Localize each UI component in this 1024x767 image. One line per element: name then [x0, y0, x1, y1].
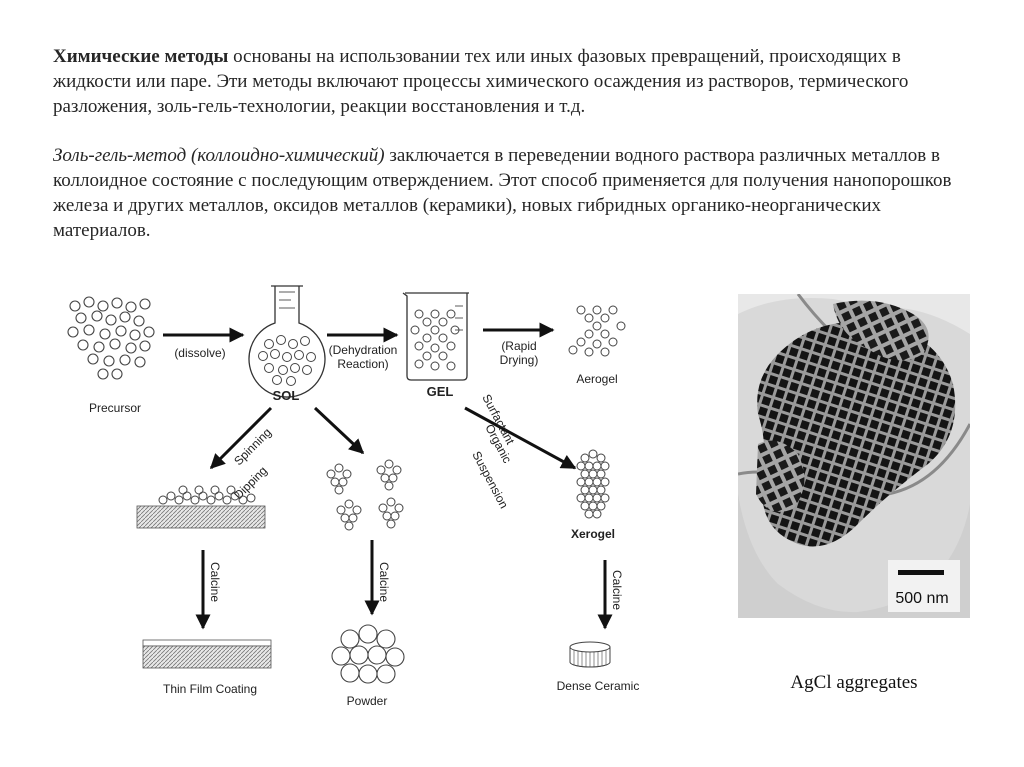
scale-label: 500 nm: [895, 590, 948, 607]
film-coating-layer: [143, 640, 271, 646]
particle-clusters: [327, 460, 403, 530]
gel-network: [411, 310, 459, 370]
sol-gel-process-diagram: Precursor (dissolve) SOL (Dehydration Re…: [45, 278, 725, 718]
dipping-label: Dipping: [231, 463, 270, 502]
thin-film-label: Thin Film Coating: [163, 682, 257, 696]
beaker-icon: [403, 293, 469, 380]
paragraph-chemical-methods: Химические методы основаны на использова…: [53, 44, 983, 119]
micrograph-caption: AgCl aggregates: [738, 672, 970, 694]
powder-particles: [332, 625, 404, 683]
precursor-label: Precursor: [89, 401, 141, 415]
dense-ceramic-label: Dense Ceramic: [557, 679, 640, 693]
dehydration-label-1: (Dehydration: [329, 343, 398, 357]
calcine-label-powder: Calcine: [377, 562, 391, 602]
xerogel-particles: [577, 450, 609, 518]
sol-gel-term: Золь-гель-метод (коллоидно-химический): [53, 145, 385, 166]
calcine-label-ceramic: Calcine: [610, 570, 624, 610]
aerogel-label: Aerogel: [576, 372, 617, 386]
powder-arrow: [315, 408, 363, 453]
dense-ceramic-icon: [570, 642, 610, 667]
aerogel-network: [569, 306, 625, 356]
sol-particles: [259, 336, 316, 386]
chemical-methods-term: Химические методы: [53, 46, 228, 67]
agcl-micrograph: 500 nm: [738, 294, 970, 618]
dissolve-label: (dissolve): [174, 346, 225, 360]
dehydration-label-2: Reaction): [337, 357, 388, 371]
paragraph-sol-gel: Золь-гель-метод (коллоидно-химический) з…: [53, 143, 983, 243]
film-substrate: [143, 646, 271, 668]
calcine-label-film: Calcine: [208, 562, 222, 602]
scale-bar: [898, 570, 944, 575]
xerogel-label: Xerogel: [571, 527, 615, 541]
rapid-label-2: Drying): [500, 353, 539, 367]
precursor-particles: [68, 297, 154, 379]
gel-label: GEL: [427, 384, 454, 399]
sol-label: SOL: [273, 388, 300, 403]
substrate: [137, 506, 265, 528]
rapid-label-1: (Rapid: [501, 339, 536, 353]
powder-label: Powder: [347, 694, 388, 708]
spinning-label: Spinning: [231, 425, 274, 468]
